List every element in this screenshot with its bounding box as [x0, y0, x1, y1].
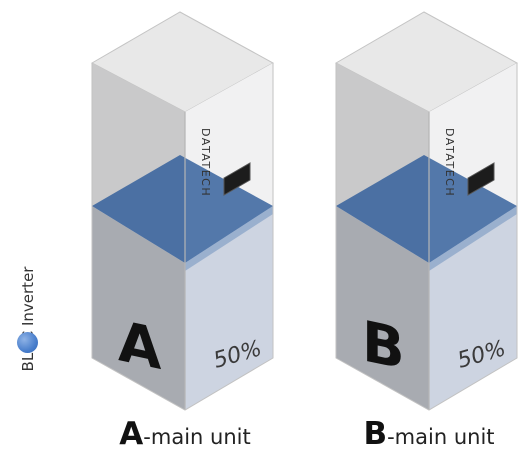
unit-a: DATATECH A 50% — [90, 11, 275, 411]
unit-b-outline — [335, 63, 518, 411]
unit-a-letter: A — [118, 309, 162, 384]
unit-b: DATATECH B 50% — [334, 11, 519, 411]
legend-swatch-icon — [17, 332, 38, 353]
unit-a-left-face-lower — [92, 206, 185, 410]
unit-b-caption: B-main unit — [363, 419, 494, 450]
unit-a-caption-letter: A — [119, 416, 144, 452]
unit-a-right-face-lower — [185, 206, 273, 410]
unit-a-caption: A-main unit — [119, 419, 250, 450]
unit-b-fill-band — [429, 206, 517, 271]
unit-b-caption-letter: B — [363, 416, 388, 452]
unit-a-brand-text: DATATECH — [199, 128, 212, 197]
unit-b-right-face-lower — [429, 206, 517, 410]
unit-b-display-panel — [467, 162, 495, 196]
legend-label: BLDC Inverter — [19, 266, 37, 372]
unit-b-left-face-lower — [336, 206, 429, 410]
unit-a-fill-band — [185, 206, 273, 271]
unit-a-caption-text: -main unit — [143, 425, 251, 449]
unit-b-caption-text: -main unit — [387, 425, 495, 449]
legend: BLDC Inverter — [15, 186, 43, 371]
unit-a-outline — [91, 63, 274, 411]
unit-b-brand-text: DATATECH — [443, 128, 456, 197]
unit-a-display-panel — [223, 162, 251, 196]
unit-b-letter: B — [362, 309, 405, 383]
